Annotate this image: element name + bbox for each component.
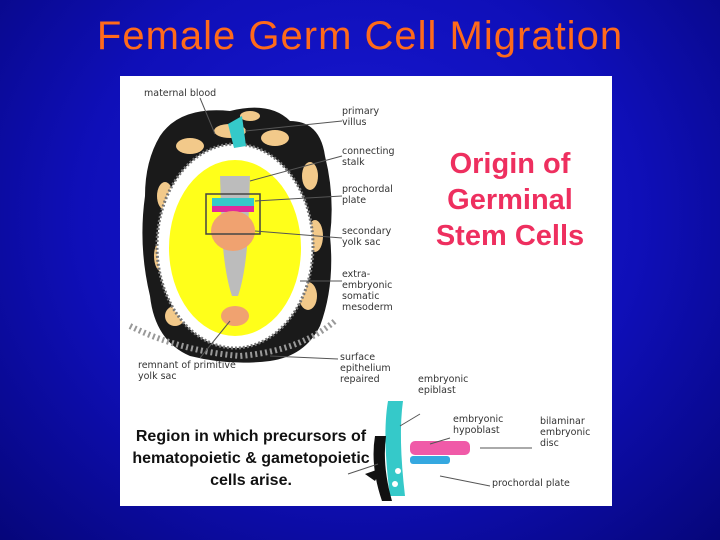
secondary-yolk-sac-shape — [211, 211, 255, 251]
label-prochordal-plate-bottom: prochordal plate — [492, 478, 570, 489]
label-primary-villus: primary villus — [342, 106, 380, 128]
hypoblast-band — [212, 206, 254, 212]
primary-villus-shape — [228, 116, 246, 148]
region-caption: Region in which precursors of hematopoie… — [132, 428, 370, 489]
remnant-yolk-sac-shape — [221, 306, 249, 326]
origin-heading: Origin of Germinal Stem Cells — [435, 148, 585, 252]
bilaminar-disc-diagram — [373, 401, 470, 501]
leader-lines — [199, 97, 343, 360]
label-connecting-stalk: connecting stalk — [342, 146, 395, 168]
label-extraembryonic-mesoderm: extra-embryonic somatic mesoderm — [342, 269, 393, 313]
label-surface-epithelium: surface epithelium repaired — [340, 352, 391, 385]
label-remnant-yolk-sac: remnant of primitive yolk sac — [138, 360, 236, 382]
embryo-diagram — [128, 97, 532, 501]
epiblast-band — [212, 198, 254, 206]
label-prochordal-plate: prochordal plate — [342, 184, 393, 206]
region-box — [205, 193, 261, 235]
label-embryonic-hypoblast: embryonic hypoblast — [453, 414, 504, 436]
label-bilaminar-disc: bilaminar embryonic disc — [540, 416, 591, 449]
slide-title: Female Germ Cell Migration — [96, 14, 624, 58]
arrow-icon — [365, 468, 382, 481]
diagram-panel: maternal blood primary villus connecting… — [120, 76, 612, 506]
label-embryonic-epiblast: embryonic epiblast — [418, 374, 469, 396]
disc-leader-lines — [347, 413, 532, 487]
label-secondary-yolk-sac: secondary yolk sac — [342, 226, 392, 248]
label-maternal-blood: maternal blood — [144, 88, 217, 99]
